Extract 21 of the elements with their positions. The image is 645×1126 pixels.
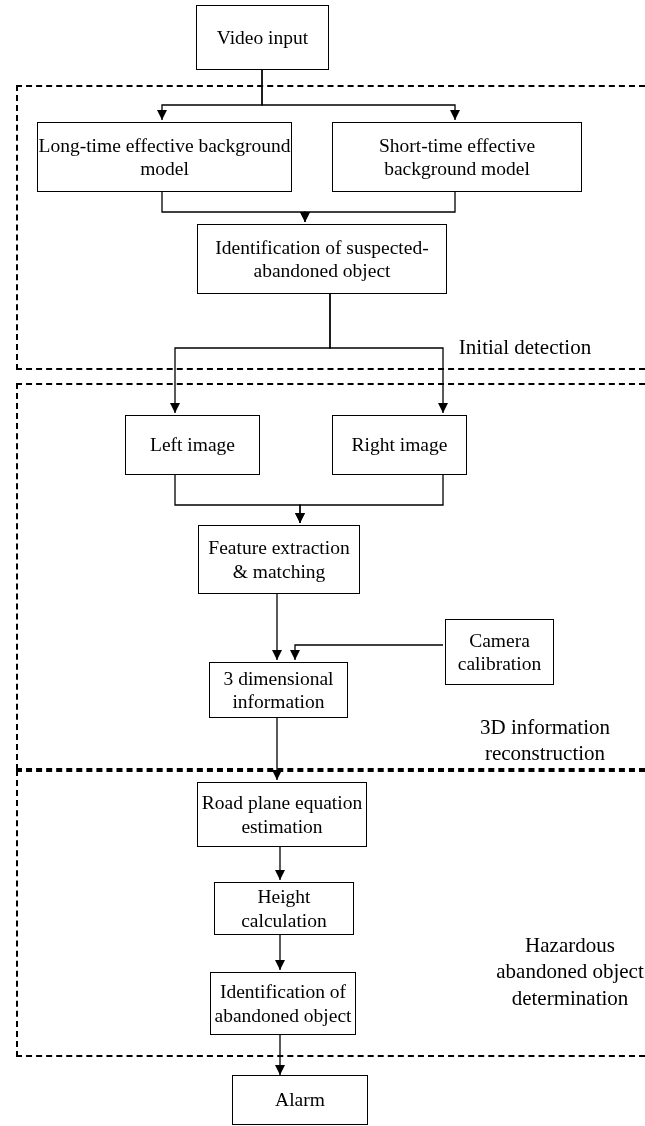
process-box: Alarm (232, 1075, 368, 1125)
process-box: Height calculation (214, 882, 354, 935)
region-label: Initial detection (457, 333, 593, 360)
process-box: Identification of abandoned object (210, 972, 356, 1035)
arrow (261, 69, 460, 121)
process-box: Short-time effective background model (332, 122, 582, 192)
process-box: Identification of suspected-abandoned object (197, 224, 447, 294)
region-label: 3D information reconstruction (478, 713, 612, 766)
region-label: Hazardous abandoned object determination (495, 932, 645, 1011)
process-box: Long-time effective background model (37, 122, 292, 192)
arrow (290, 644, 444, 661)
process-box: Camera calibration (445, 619, 554, 685)
process-box: Feature extraction & matching (198, 525, 360, 594)
process-box: Left image (125, 415, 260, 475)
process-box: Road plane equation estimation (197, 782, 367, 847)
process-box: 3 dimensional information (209, 662, 348, 718)
process-box: Video input (196, 5, 329, 70)
dashed-region (16, 770, 645, 1057)
process-box: Right image (332, 415, 467, 475)
dashed-region (16, 383, 645, 770)
dashed-region (16, 85, 645, 370)
